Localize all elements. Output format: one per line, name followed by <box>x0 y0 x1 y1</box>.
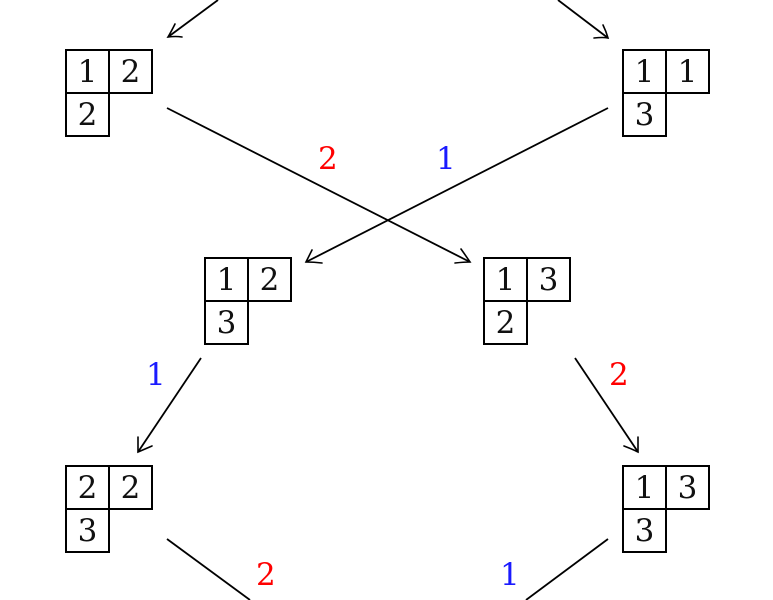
edge-label-2: 2 <box>256 557 276 593</box>
tableau-mid-right: 1 3 2 <box>483 257 571 345</box>
edge-12-2-to-13-2: 2 <box>166 107 472 264</box>
tableau-cell: 2 <box>496 305 516 341</box>
tableau-cell: 1 <box>78 54 98 90</box>
edge-in-right <box>557 0 610 40</box>
edge-label-2: 2 <box>318 141 338 177</box>
edge-label-1: 1 <box>436 141 456 177</box>
edge-label-1: 1 <box>146 357 166 393</box>
tableau-cell: 2 <box>260 262 280 298</box>
tableau-mid-left: 1 2 3 <box>204 257 292 345</box>
edge-22-3-out: 2 <box>166 538 276 600</box>
tableau-bottom-right: 1 3 3 <box>622 465 710 553</box>
edge-13-2-to-13-3: 2 <box>574 357 639 454</box>
tableau-cell: 1 <box>217 262 237 298</box>
tableau-cell: 2 <box>78 97 98 133</box>
tableau-top-right: 1 1 3 <box>622 49 710 137</box>
tableau-cell: 3 <box>78 513 98 549</box>
edge-in-left <box>166 0 219 38</box>
tableau-cell: 1 <box>496 262 516 298</box>
tableau-cell: 1 <box>635 54 655 90</box>
tableau-cell: 3 <box>678 470 698 506</box>
edge-label-1: 1 <box>500 557 520 593</box>
tableau-cell: 3 <box>635 513 655 549</box>
edge-12-3-to-22-3: 1 <box>137 357 202 454</box>
tableau-cell: 3 <box>539 262 559 298</box>
tableau-cell: 2 <box>121 470 141 506</box>
tableau-cell: 1 <box>678 54 698 90</box>
tableau-cell: 3 <box>217 305 237 341</box>
tableau-cell: 2 <box>78 470 98 506</box>
tableau-top-left: 1 2 2 <box>65 49 153 137</box>
edge-11-3-to-12-3: 1 <box>304 107 609 264</box>
edge-label-2: 2 <box>609 357 629 393</box>
edges: 2 1 1 2 2 1 <box>137 0 639 600</box>
tableau-bottom-left: 2 2 3 <box>65 465 153 553</box>
tableau-cell: 2 <box>121 54 141 90</box>
tableau-cell: 3 <box>635 97 655 133</box>
edge-13-3-out: 1 <box>500 538 609 600</box>
tableau-cell: 1 <box>635 470 655 506</box>
